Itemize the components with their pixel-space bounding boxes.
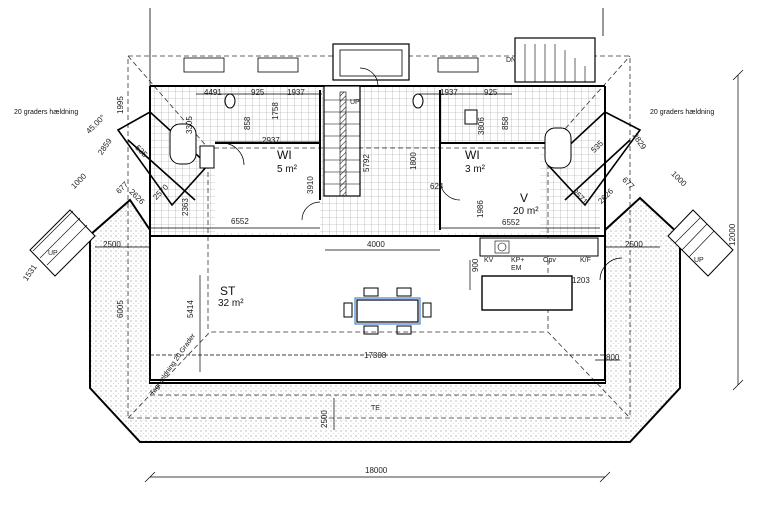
- top-stair: [332, 37, 596, 83]
- fixture-kf: K/F: [580, 257, 591, 264]
- dim-1203: 1203: [572, 276, 590, 285]
- stair-up-center: UP: [350, 99, 360, 106]
- fixture-kp-em: KP+ EM: [511, 257, 525, 272]
- stair-dn-top: DN: [506, 57, 517, 64]
- dim-1937-right: 1937: [440, 88, 458, 97]
- dim-4000: 4000: [367, 240, 385, 249]
- slope-label-left: 20 graders hældning: [14, 109, 79, 116]
- fixture-opv: Opv: [543, 257, 556, 264]
- dim-2500-bottom: 2500: [320, 410, 329, 428]
- dim-2500-right: 2500: [625, 240, 643, 249]
- room-wi-right-name: WI: [465, 148, 480, 162]
- top-windows: [149, 8, 604, 86]
- dim-1800: 1800: [409, 152, 418, 170]
- dim-925-right: 925: [484, 88, 498, 97]
- room-v-area: 20 m²: [513, 206, 539, 217]
- dim-12000: 12000: [728, 223, 737, 246]
- dim-2500-left: 2500: [103, 240, 121, 249]
- side-stairs: [29, 209, 734, 277]
- room-wi-right-area: 3 m²: [465, 164, 485, 175]
- dim-925-left: 925: [251, 88, 265, 97]
- dim-4491: 4491: [204, 88, 222, 97]
- dim-18000: 18000: [365, 466, 388, 475]
- stair-up-left: UP: [48, 250, 58, 257]
- room-wi-left-name: WI: [277, 148, 292, 162]
- dim-1937-left: 1937: [287, 88, 305, 97]
- dim-17308: 17308: [364, 351, 387, 360]
- dim-3910: 3910: [306, 176, 315, 194]
- dim-3305: 3305: [185, 116, 194, 134]
- bath-fixtures: [169, 93, 572, 169]
- dim-858-right: 858: [501, 116, 510, 130]
- dim-1758: 1758: [271, 102, 280, 120]
- dim-5792: 5792: [362, 154, 371, 172]
- slope-label-right: 20 graders hældning: [650, 109, 715, 116]
- door-swings: [221, 67, 623, 281]
- dim-3806: 3806: [477, 117, 486, 135]
- room-st-area: 32 m²: [218, 298, 244, 309]
- room-v-name: V: [520, 191, 529, 205]
- tiled-areas: [150, 86, 600, 236]
- stair-up-right: UP: [694, 257, 704, 264]
- dim-900: 900: [471, 258, 480, 272]
- fixture-te: TE: [371, 405, 380, 412]
- fixture-kv: KV: [484, 257, 494, 264]
- dim-6552-left: 6552: [231, 217, 249, 226]
- dining-table: [343, 287, 432, 335]
- dim-1986: 1986: [476, 200, 485, 218]
- dim-6005: 6005: [116, 300, 125, 318]
- dim-2363: 2363: [181, 198, 190, 216]
- kitchen: [479, 237, 599, 311]
- walls: [149, 85, 606, 381]
- dimension-lines: [95, 69, 744, 483]
- center-stair: [323, 85, 361, 197]
- dim-858-left: 858: [243, 116, 252, 130]
- dim-624: 624: [430, 182, 444, 191]
- room-wi-left-area: 5 m²: [277, 164, 297, 175]
- dim-6552-right: 6552: [502, 218, 520, 227]
- dim-800: 800: [606, 353, 620, 362]
- dim-2937: 2937: [262, 136, 280, 145]
- room-st-name: ST: [220, 284, 236, 298]
- dim-5414: 5414: [186, 300, 195, 318]
- dim-1995: 1995: [116, 96, 125, 114]
